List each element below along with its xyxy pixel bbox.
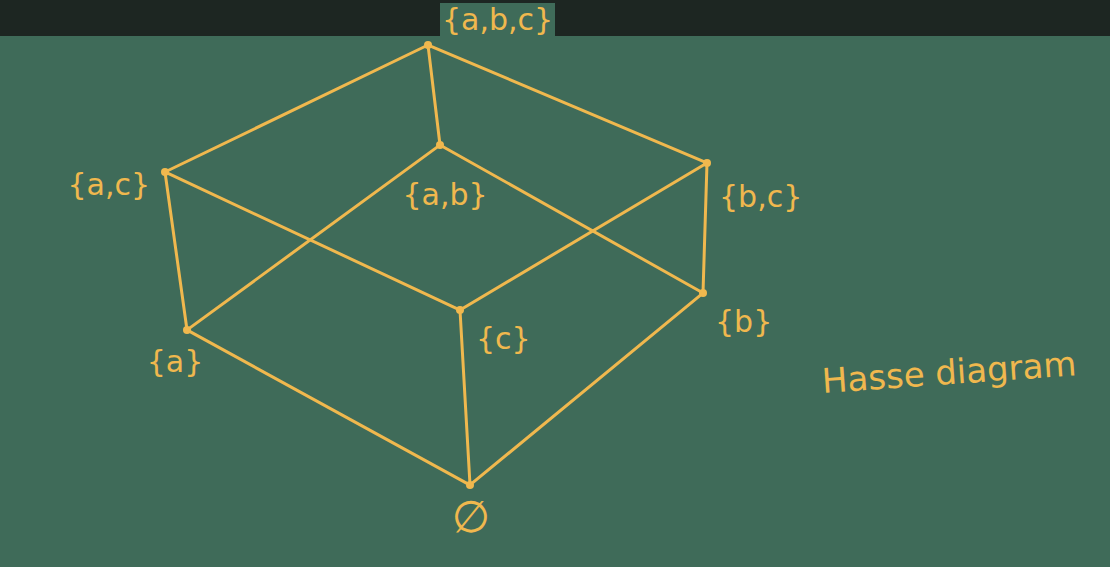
poset-element: {a,b} xyxy=(436,141,444,149)
set-label: {c} xyxy=(474,322,533,357)
covering-line xyxy=(463,165,703,308)
poset-element: {a,b,c} xyxy=(424,41,432,49)
poset-element: {a,c} xyxy=(161,168,169,176)
covering-line xyxy=(473,296,700,483)
set-label: {a,b,c} xyxy=(440,3,555,38)
set-label: {a} xyxy=(145,345,206,380)
set-label: {a,b} xyxy=(400,178,489,213)
covering-line xyxy=(703,167,707,289)
set-label: ∅ xyxy=(450,492,492,543)
covering-line xyxy=(443,147,699,291)
poset-element: {c} xyxy=(456,306,464,314)
covering-line xyxy=(428,49,439,141)
set-label: {b,c} xyxy=(717,180,804,215)
covering-line xyxy=(432,47,704,162)
set-label: {b} xyxy=(713,305,774,340)
covering-line xyxy=(191,332,467,483)
poset-element: {a} xyxy=(183,326,191,334)
poset-element: {b,c} xyxy=(703,159,711,167)
covering-line xyxy=(166,176,187,326)
covering-line xyxy=(460,314,470,481)
covering-line xyxy=(190,147,437,327)
set-label: {a,c} xyxy=(65,168,152,203)
covering-line xyxy=(169,47,425,171)
poset-element: {b} xyxy=(699,289,707,297)
poset-element: ∅ xyxy=(466,481,474,489)
